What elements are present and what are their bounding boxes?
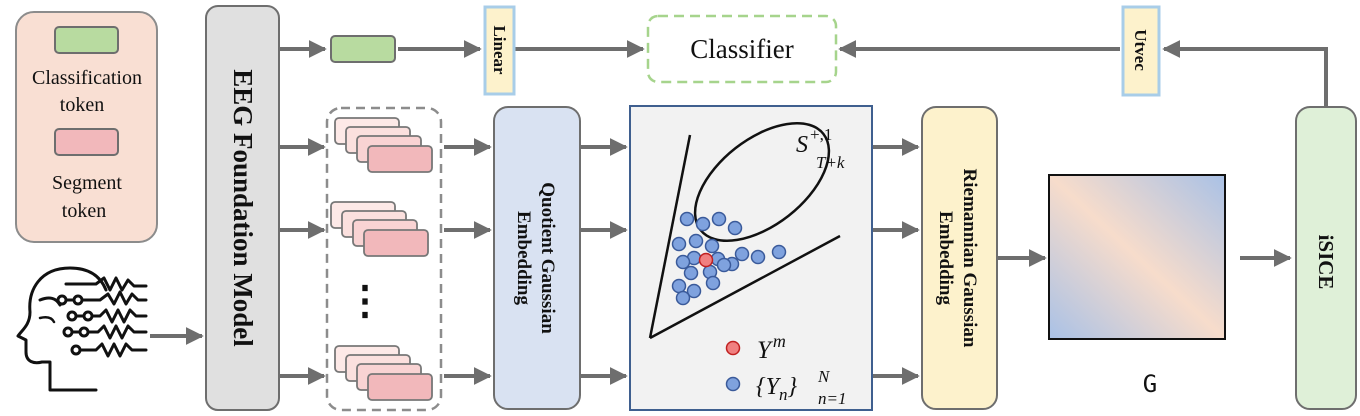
segment-token-stack-2 xyxy=(330,201,429,257)
classification-token xyxy=(330,35,396,63)
legend-segment-label-1: Segment xyxy=(52,172,122,194)
isice-block: iSICE xyxy=(1295,106,1357,410)
sample-point xyxy=(734,246,750,262)
legend-classification-label-2: token xyxy=(60,94,104,116)
yn-subscript: n=1 xyxy=(818,389,846,408)
classification-token-swatch xyxy=(54,26,119,54)
sample-point xyxy=(686,283,702,299)
linear-block: Linear xyxy=(483,5,516,96)
manifold-label-sub: T+k xyxy=(816,153,845,172)
utvec-label: Utvec xyxy=(1131,29,1150,71)
sample-point xyxy=(727,220,743,236)
legend-classification-label-1: Classification xyxy=(32,67,142,89)
manifold-label: S+,1 xyxy=(796,125,832,158)
brain-head-icon xyxy=(16,266,148,392)
classifier-label: Classifier xyxy=(690,34,793,64)
sample-point xyxy=(711,211,727,227)
segment-token-group: ⋮ xyxy=(325,106,443,412)
sample-point xyxy=(671,278,687,294)
quotient-gaussian-embedding-block: Quotient Gaussian Embedding xyxy=(493,106,581,410)
riemannian-label-line1: Riemannian Gaussian xyxy=(959,169,980,348)
eeg-foundation-model-block: EEG Foundation Model xyxy=(205,5,280,411)
sample-point xyxy=(679,211,695,227)
matrix-g: G xyxy=(1048,174,1226,398)
arrow-isice-to-utvec xyxy=(1162,40,1328,106)
utvec-block: Utvec xyxy=(1121,5,1161,97)
sample-point xyxy=(750,249,766,265)
legend-segment-label-2: token xyxy=(62,200,106,222)
segment-ellipsis: ⋮ xyxy=(345,278,385,323)
linear-label: Linear xyxy=(490,25,509,75)
sample-point xyxy=(716,257,732,273)
sample-point xyxy=(704,238,720,254)
riemannian-gaussian-embedding-block: Riemannian Gaussian Embedding xyxy=(921,106,998,410)
sample-point xyxy=(671,236,687,252)
quotient-label-line2: Embedding xyxy=(513,211,534,305)
points-layer xyxy=(671,211,787,306)
sample-point xyxy=(683,265,699,281)
sample-point xyxy=(675,290,691,306)
riemannian-label-line2: Embedding xyxy=(935,211,956,305)
mean-point xyxy=(698,252,714,268)
segment-token-stack-1 xyxy=(334,117,433,173)
cone-shape xyxy=(648,121,841,340)
matrix-g-label: G xyxy=(1143,370,1157,398)
sample-point xyxy=(705,275,721,291)
classifier-block: Classifier xyxy=(646,14,838,84)
sample-point xyxy=(771,244,787,260)
segment-token-stack-3 xyxy=(334,345,433,401)
isice-label: iSICE xyxy=(1314,235,1338,290)
eeg-foundation-model-label: EEG Foundation Model xyxy=(228,69,258,347)
segment-token-swatch xyxy=(54,128,119,156)
legend-red-point xyxy=(725,340,741,356)
sample-point xyxy=(688,233,704,249)
yn-label: {Yn} xyxy=(756,374,797,404)
sample-point xyxy=(695,216,711,232)
sample-point xyxy=(675,254,691,270)
yn-superscript: N xyxy=(817,367,831,386)
quotient-label-line1: Quotient Gaussian xyxy=(537,182,558,334)
legend-box: Classification token Segment token xyxy=(15,11,158,243)
legend-blue-point xyxy=(725,376,741,392)
